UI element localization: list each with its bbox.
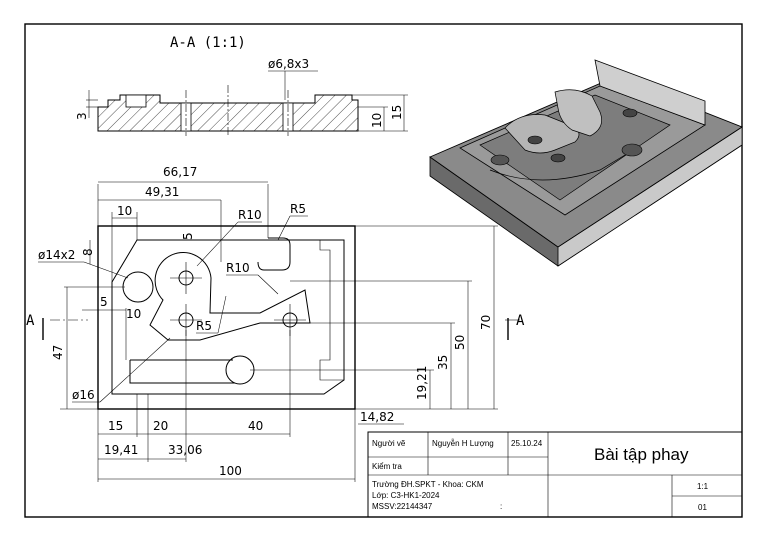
- dim-35: 35: [436, 355, 450, 370]
- dim-r5-top: R5: [290, 202, 306, 216]
- drawn-by-name: Nguyễn H Lượng: [432, 439, 494, 448]
- dim-r10-b: R10: [226, 261, 250, 275]
- title-block: Người vẽ Nguyễn H Lượng 25.10.24 Kiểm tr…: [367, 431, 743, 518]
- section-view-aa: A-A (1:1) ø6,8x3 3 10 15: [75, 35, 408, 136]
- dim-100: 100: [219, 464, 242, 478]
- class-line: Lớp: C3-HK1-2024: [372, 491, 440, 500]
- dim-10-top: 10: [117, 204, 132, 218]
- dim-40: 40: [248, 419, 263, 433]
- section-title: A-A (1:1): [170, 35, 246, 51]
- school-line: Trường ĐH.SPKT - Khoa: CKM: [372, 480, 484, 489]
- dim-d14x2: ø14x2: [38, 248, 75, 262]
- dim-15: 15: [108, 419, 123, 433]
- dim-10-left: 10: [126, 307, 141, 321]
- pocket-outline: [149, 252, 311, 341]
- dim-70: 70: [479, 315, 493, 330]
- dim-r5-inner: R5: [196, 319, 212, 333]
- drawn-by-label: Người vẽ: [372, 439, 406, 448]
- dim-33-06: 33,06: [168, 443, 202, 457]
- dim-14-82: 14,82: [360, 410, 394, 424]
- dim-20: 20: [153, 419, 168, 433]
- section-dim-10: 10: [370, 113, 384, 128]
- dim-r10-a: R10: [238, 208, 262, 222]
- drawing-date: 25.10.24: [511, 439, 543, 448]
- dim-66-17: 66,17: [163, 165, 197, 179]
- dim-49-31: 49,31: [145, 185, 179, 199]
- counterbore-circle: [122, 271, 154, 303]
- section-marker-left: A: [26, 313, 35, 329]
- section-dim-15: 15: [390, 105, 404, 120]
- dim-47: 47: [51, 345, 65, 360]
- dim-8: 8: [81, 248, 95, 256]
- dim-d16: ø16: [72, 388, 95, 402]
- checked-label: Kiểm tra: [372, 462, 402, 471]
- section-marker-right: A: [516, 313, 525, 329]
- dim-5-inner: 5: [181, 232, 195, 240]
- dim-19-21: 19,21: [415, 366, 429, 400]
- section-dim-3: 3: [75, 112, 89, 120]
- dim-50: 50: [453, 335, 467, 350]
- dim-19-41: 19,41: [104, 443, 138, 457]
- student-id-colon: :: [500, 502, 502, 511]
- dim-5-left: 5: [100, 295, 108, 309]
- sheet-number: 01: [698, 503, 707, 512]
- plate-outline: [97, 225, 356, 410]
- iso-pocket: [479, 94, 671, 201]
- scale-value: 1:1: [697, 482, 709, 491]
- plan-view: A A 66,17 49,31 10 R10 5 R5 R10 R5 ø14x2…: [26, 165, 525, 482]
- drawing-title: Bài tập phay: [594, 445, 689, 464]
- student-id-line: MSSV:22144347: [372, 502, 433, 511]
- hole-diameter-label: ø6,8x3: [268, 57, 309, 71]
- isometric-view: [429, 59, 743, 267]
